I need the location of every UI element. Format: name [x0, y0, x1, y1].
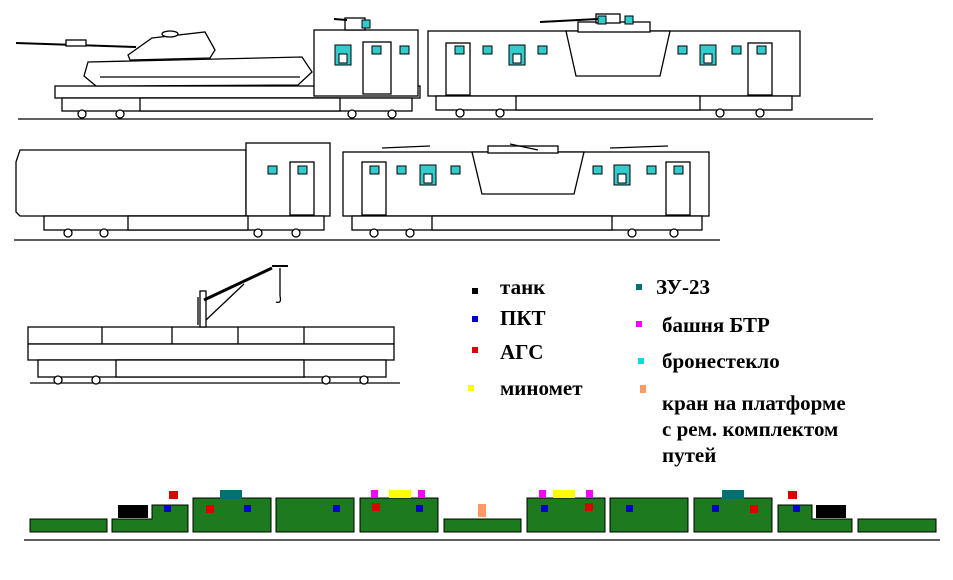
armored-car-row1	[427, 13, 801, 118]
legend-label-btr-turret: башня БТР	[662, 313, 770, 337]
swatch-zu23	[636, 284, 642, 290]
swatch-crane	[640, 385, 646, 393]
swatch-btr-turret	[636, 321, 642, 327]
weapon-markers	[118, 490, 846, 518]
legend-label-armor-glass: бронестекло	[662, 349, 780, 373]
swatch-ags	[472, 347, 478, 353]
legend-label-ags: АГС	[500, 340, 544, 364]
legend-label-crane: кран на платформе с рем. комплектом путе…	[662, 390, 846, 468]
window-hatch	[338, 53, 348, 64]
crane-line-2: с рем. комплектом	[662, 417, 839, 441]
swatch-armor-glass	[638, 358, 644, 364]
tank-platform-car	[15, 17, 421, 119]
crane-line-1: кран на платформе	[662, 391, 846, 415]
swatch-mortar	[468, 385, 474, 391]
crane-platform-car	[27, 265, 395, 385]
legend-label-zu23: ЗУ-23	[656, 275, 710, 299]
armored-car-row2	[342, 143, 710, 238]
window-hatch	[617, 173, 627, 184]
window-hatch	[512, 53, 522, 64]
armored-glass-windows	[267, 15, 767, 186]
swatch-tank	[472, 288, 478, 294]
swatch-pkt	[472, 316, 478, 322]
window-hatch	[423, 173, 433, 184]
freight-car	[15, 142, 331, 238]
tank-on-platform	[15, 30, 313, 87]
crane-line-3: путей	[662, 443, 717, 467]
window-hatch	[703, 53, 713, 64]
legend-label-pkt: ПКТ	[500, 306, 546, 330]
legend-label-tank: танк	[500, 275, 546, 299]
legend-label-mortar: миномет	[500, 376, 583, 400]
